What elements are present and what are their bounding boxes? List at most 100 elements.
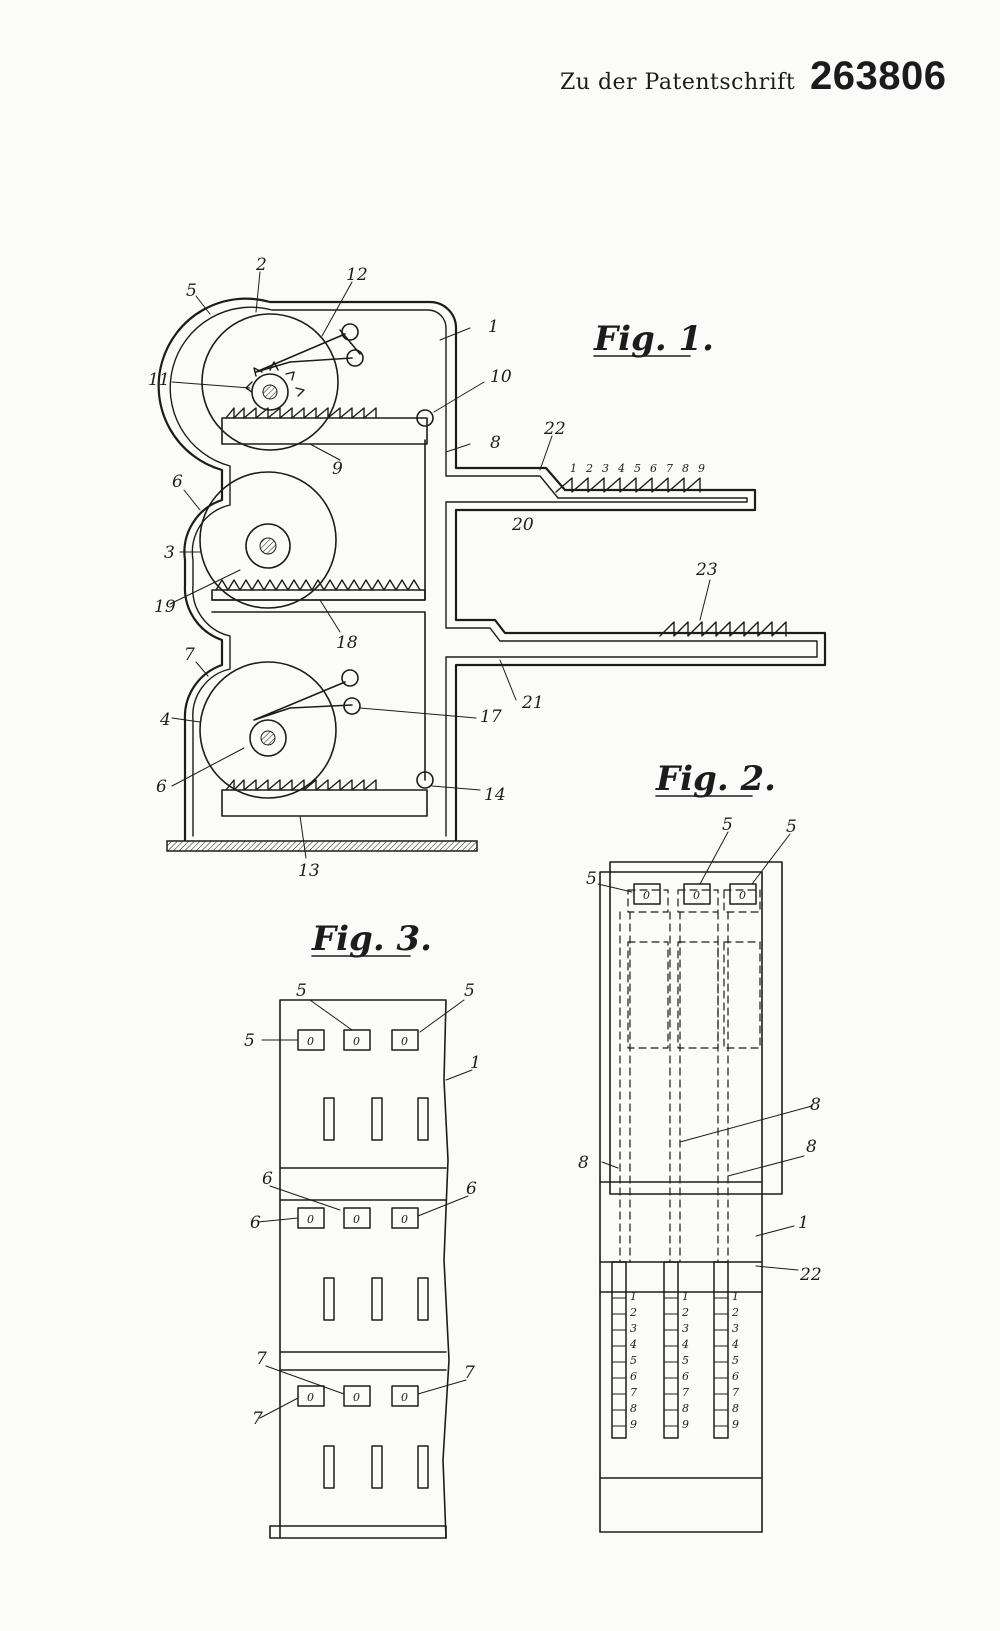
fig3-ref: 5	[296, 981, 307, 1001]
fig3-knob-6[interactable]	[343, 1207, 371, 1229]
fig2-ref: 5	[786, 817, 797, 837]
fig1-scale-digit: 5	[634, 462, 641, 475]
fig3-knob-value: 0	[401, 1391, 408, 1404]
fig1-ref: 6	[172, 472, 183, 492]
fig3-knob-value: 0	[307, 1213, 314, 1226]
fig2-digit: 8	[630, 1402, 637, 1415]
fig2-hidden-levers	[619, 889, 761, 1263]
fig1-axle-19	[259, 537, 277, 555]
fig2-hidden-box	[677, 889, 719, 913]
fig3-ref: 7	[256, 1349, 267, 1369]
fig2-ref: 1	[798, 1213, 809, 1233]
fig1-ref: 17	[480, 707, 502, 727]
fig2-scale-column	[663, 1261, 679, 1439]
fig3-slot	[417, 1097, 429, 1141]
fig3-knob-row-7: 0 0 0	[297, 1385, 419, 1407]
fig3-knob-value: 0	[353, 1391, 360, 1404]
fig2-hidden-lever	[723, 941, 761, 1049]
fig3-knob-5[interactable]	[391, 1029, 419, 1051]
fig3-slot	[417, 1445, 429, 1489]
fig2-digit: 5	[732, 1354, 739, 1367]
fig2-digit: 6	[732, 1370, 739, 1383]
fig1-rack-13	[221, 789, 428, 817]
fig3-slot	[371, 1445, 383, 1489]
fig2-digit: 4	[731, 1338, 739, 1351]
patent-header: Zu der Patentschrift 263806	[560, 52, 960, 102]
fig2-digit: 8	[732, 1402, 739, 1415]
fig1-ratchet-6	[249, 719, 287, 757]
fig1-rack-teeth-18	[215, 579, 421, 591]
fig2-digit: 3	[732, 1322, 739, 1335]
fig3-knob-7[interactable]	[343, 1385, 371, 1407]
fig2-digit: 2	[681, 1306, 689, 1319]
fig1-wheel-4	[199, 661, 337, 799]
fig3-ref: 6	[466, 1179, 477, 1199]
fig2-digit: 3	[630, 1322, 637, 1335]
fig1-scale-digits: 1 2 3 4 5 6 7 8 9	[570, 462, 705, 475]
fig3-knob-value: 0	[307, 1391, 314, 1404]
fig2-digit: 5	[682, 1354, 689, 1367]
fig1-ref: 22	[543, 419, 566, 439]
fig2-digit-column-2: 1 2 3 4 5 6 7 8 9	[681, 1290, 689, 1431]
fig2-knob-5[interactable]	[633, 883, 661, 905]
fig2-ref: 8	[578, 1153, 589, 1173]
fig1-ref: 9	[332, 459, 343, 479]
fig1-axle-6	[260, 730, 276, 746]
fig3-knob-7[interactable]	[297, 1385, 325, 1407]
fig1-ref: 20	[511, 515, 534, 535]
fig3-knob-value: 0	[353, 1035, 360, 1048]
fig1-ref: 23	[695, 560, 718, 580]
fig2-knob-5[interactable]	[729, 883, 757, 905]
fig2-ref: 8	[806, 1137, 817, 1157]
fig2-digit: 9	[732, 1418, 739, 1431]
fig1-scale-digit: 7	[666, 462, 673, 475]
fig2-digit: 2	[629, 1306, 637, 1319]
fig2-digit: 7	[630, 1386, 637, 1399]
fig2-digit: 2	[731, 1306, 739, 1319]
fig1-axle-11	[262, 384, 278, 400]
fig3-knob-6[interactable]	[391, 1207, 419, 1229]
fig3-knob-value: 0	[401, 1213, 408, 1226]
fig1-leader-lines	[169, 271, 711, 859]
fig3-leader-lines	[257, 999, 473, 1419]
fig1-ref: 1	[488, 317, 499, 337]
fig2-knob-5[interactable]	[683, 883, 711, 905]
fig2-ref: 22	[799, 1265, 822, 1285]
fig2-digit-column-3: 1 2 3 4 5 6 7 8 9	[731, 1290, 739, 1431]
fig2-digit: 7	[682, 1386, 689, 1399]
fig1-ref: 14	[484, 785, 506, 805]
fig1-ref: 6	[156, 777, 167, 797]
figure-2: Fig. 2.	[578, 759, 822, 1533]
fig1-ref: 18	[336, 633, 358, 653]
fig3-knob-value: 0	[401, 1035, 408, 1048]
fig1-ref: 4	[159, 710, 171, 730]
fig2-leader-lines	[597, 831, 813, 1271]
fig3-slot	[417, 1277, 429, 1321]
fig2-digit: 9	[682, 1418, 689, 1431]
fig1-scale-digit: 1	[570, 462, 577, 475]
fig3-knob-value: 0	[307, 1035, 314, 1048]
fig1-base-plate	[166, 840, 478, 852]
header-prefix: Zu der Patentschrift	[560, 70, 796, 95]
fig3-slot	[371, 1097, 383, 1141]
fig3-knob-7[interactable]	[391, 1385, 419, 1407]
fig2-digit: 8	[682, 1402, 689, 1415]
fig1-rack-teeth-13	[225, 779, 377, 791]
fig1-scale-23	[659, 621, 787, 637]
fig1-scale-digit: 3	[602, 462, 609, 475]
fig2-hidden-lever	[677, 941, 719, 1049]
fig1-ref: 5	[186, 281, 197, 301]
fig2-digit: 6	[682, 1370, 689, 1383]
fig1-roller-14	[416, 771, 434, 789]
fig1-pivot-b	[346, 349, 364, 367]
fig2-digit: 5	[630, 1354, 637, 1367]
fig3-knob-5[interactable]	[343, 1029, 371, 1051]
fig2-scale-column	[713, 1261, 729, 1439]
fig2-hidden-box	[627, 889, 669, 913]
fig3-slots	[323, 1097, 429, 1489]
fig1-rack-18	[211, 589, 426, 601]
patent-number: 263806	[810, 54, 947, 98]
fig2-digit: 7	[732, 1386, 739, 1399]
